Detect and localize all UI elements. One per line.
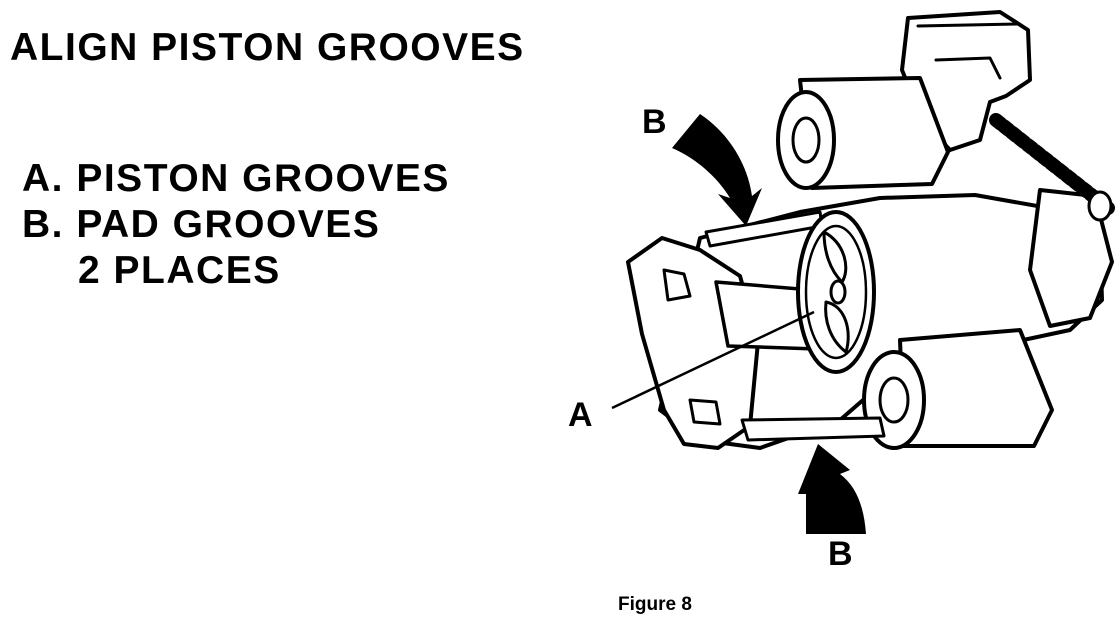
arrow-b-top	[672, 114, 762, 226]
legend-item-piston-grooves: A. PISTON GROOVES	[22, 157, 450, 200]
callout-a: A	[568, 396, 593, 434]
legend-item-pad-grooves-note: 2 PLACES	[78, 249, 281, 292]
diagram-title: ALIGN PISTON GROOVES	[10, 26, 525, 69]
legend-item-pad-grooves: B. PAD GROOVES	[22, 203, 381, 246]
caliper-spring	[989, 113, 1115, 215]
pad-edge-bottom	[740, 416, 886, 442]
figure-caption: Figure 8	[618, 594, 692, 615]
callout-b-bottom: B	[828, 535, 853, 573]
callout-b-top: B	[642, 103, 667, 141]
arrow-b-bottom	[798, 444, 866, 534]
legend: A. PISTON GROOVES B. PAD GROOVES 2 PLACE…	[22, 156, 450, 294]
leader-line-a	[611, 310, 815, 410]
